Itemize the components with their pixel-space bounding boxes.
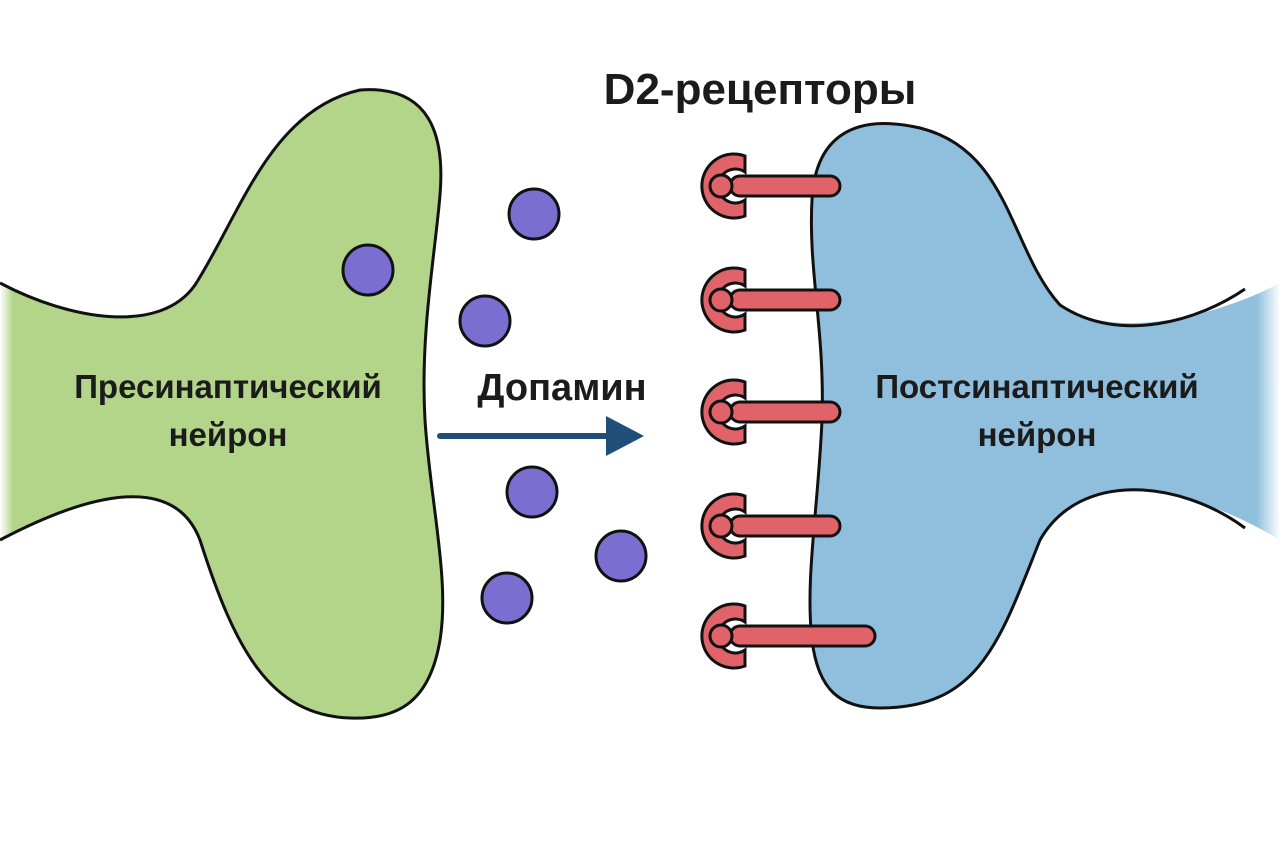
dopamine-molecule	[480, 571, 534, 625]
dopamine-molecule	[341, 243, 395, 297]
presynaptic-neuron-body	[0, 89, 443, 719]
dopamine-molecule	[507, 187, 561, 241]
dopamine-molecule	[458, 294, 512, 348]
postsynaptic-neuron-body	[809, 123, 1280, 709]
postsynaptic-label-line2: нейрон	[978, 416, 1097, 453]
dopamine-molecule	[505, 465, 559, 519]
presynaptic-neuron-outline	[0, 88, 445, 720]
dopamine-molecules	[341, 187, 648, 625]
postsynaptic-label-line1: Постсинаптический	[875, 368, 1198, 405]
dopamine-molecule	[594, 529, 648, 583]
dopamine-label: Допамин	[477, 367, 646, 409]
d2-receptor	[700, 266, 842, 334]
diffusion-arrow	[437, 416, 644, 456]
d2-receptor	[700, 492, 842, 560]
presynaptic-label-line1: Пресинаптический	[74, 368, 382, 405]
d2-receptor	[700, 602, 877, 670]
presynaptic-label-line2: нейрон	[169, 416, 288, 453]
d2-receptors	[700, 152, 877, 670]
d2-receptor	[700, 152, 842, 220]
diagram-title: D2-рецепторы	[604, 65, 917, 114]
d2-receptor	[700, 378, 842, 446]
